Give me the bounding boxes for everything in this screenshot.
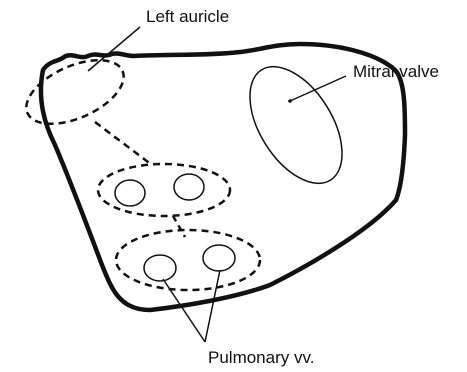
upper-veins-group [98,164,230,216]
pulmonary-vv-label: Pulmonary vv. [208,349,314,366]
lower-left-pulmonary-vein [144,255,176,281]
upper-left-pulmonary-vein [115,180,145,206]
lower-veins-group [116,230,260,290]
lower-right-pulmonary-vein [203,245,235,271]
left-auricle-leader-line [88,27,140,71]
vein-groups-connector-dashed [173,216,185,237]
auricle-connector-dashed [95,122,152,165]
pulmonary-leader-line-right [205,270,220,342]
mitral-valve-label: Mitral valve [353,63,439,80]
left-auricle-label: Left auricle [146,8,229,25]
left-auricle-region [17,47,133,137]
mitral-valve-leader-line [290,76,346,101]
upper-right-pulmonary-vein [174,174,204,200]
mitral-valve [231,51,361,199]
mitral-valve-leader-dot [288,99,292,103]
